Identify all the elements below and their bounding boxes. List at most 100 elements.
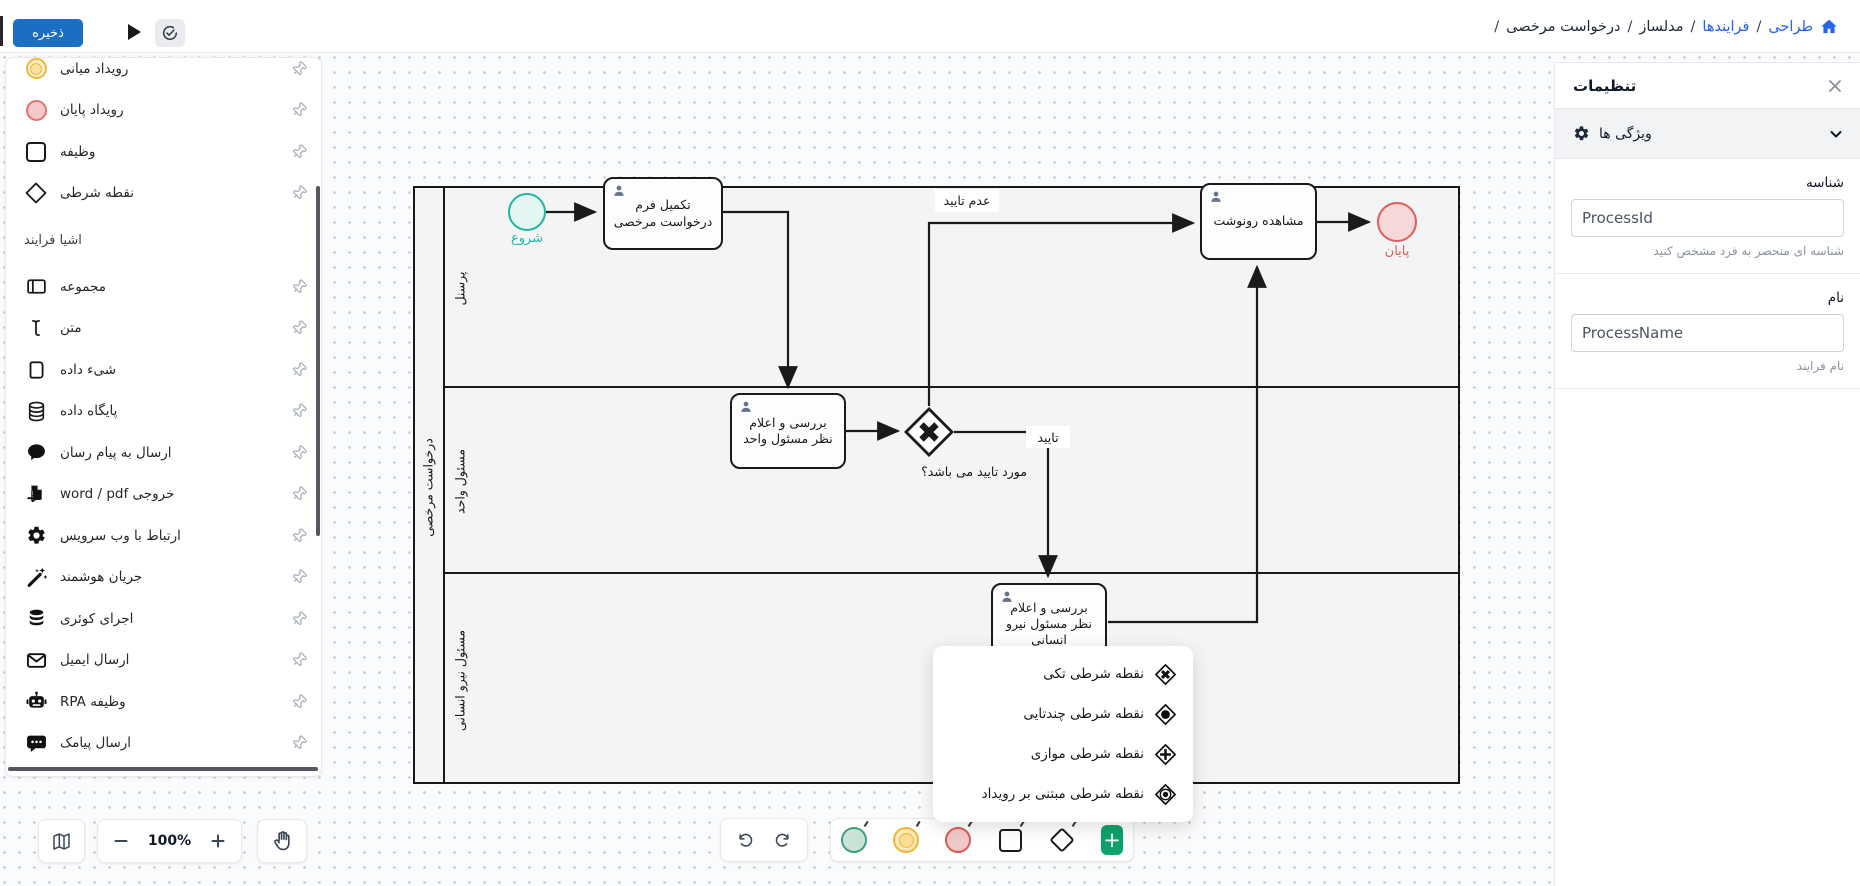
chip-dropdown-tick xyxy=(915,820,921,827)
lane-divider xyxy=(445,572,1458,574)
undo-button[interactable] xyxy=(736,831,755,850)
pin-icon[interactable] xyxy=(291,569,307,585)
task-label: بررسی و اعلام نظر مسئول واحد xyxy=(743,414,833,446)
history-controls xyxy=(720,818,808,862)
pin-icon[interactable] xyxy=(291,320,307,336)
palette-item-smart-flow[interactable]: جریان هوشمند xyxy=(6,557,321,599)
gateway-event-based-icon xyxy=(1155,783,1176,805)
task-fill-leave-form[interactable]: تکمیل فرم درخواست مرخصی xyxy=(603,177,723,250)
task-icon xyxy=(24,140,48,164)
task-view-copy[interactable]: مشاهده رونوشت xyxy=(1200,183,1317,260)
palette-item-intermediate-event[interactable]: رویداد میانی xyxy=(6,58,321,90)
menu-item-parallel-gateway[interactable]: نقطه شرطی موازی xyxy=(933,734,1193,774)
pin-icon[interactable] xyxy=(291,528,307,544)
drawer-handle[interactable] xyxy=(0,16,3,46)
palette-item-word-pdf-export[interactable]: خروجی word / pdf xyxy=(6,474,321,516)
save-button[interactable]: ذخیره xyxy=(13,19,83,47)
messenger-icon xyxy=(24,441,48,465)
field-label-name: نام xyxy=(1827,290,1844,306)
task-review-unit-manager[interactable]: بررسی و اعلام نظر مسئول واحد xyxy=(730,393,846,469)
pan-tool-button[interactable] xyxy=(257,819,307,863)
palette-item-email[interactable]: ارسال ایمیل xyxy=(6,640,321,682)
pin-icon[interactable] xyxy=(291,611,307,627)
gateway-type-menu: نقطه شرطی تکی نقطه شرطی چندتایی نقطه شرط… xyxy=(933,646,1193,822)
palette-item-task[interactable]: وظیفه xyxy=(6,131,321,173)
divider xyxy=(1555,388,1860,389)
pin-icon[interactable] xyxy=(291,279,307,295)
pin-icon[interactable] xyxy=(291,185,307,201)
palette-item-database[interactable]: پایگاه داده xyxy=(6,391,321,433)
palette-item-gateway[interactable]: نقطه شرطی xyxy=(6,173,321,215)
properties-accordion[interactable]: ویژگی ها xyxy=(1555,109,1860,159)
pin-icon[interactable] xyxy=(291,102,307,118)
task-label: مشاهده رونوشت xyxy=(1213,213,1304,229)
end-event[interactable] xyxy=(1377,202,1417,242)
menu-item-exclusive-gateway[interactable]: نقطه شرطی تکی xyxy=(933,654,1193,694)
settings-title: تنظیمات xyxy=(1573,76,1637,95)
lane-label-personnel: پرسنل xyxy=(452,271,468,306)
add-gateway-chip[interactable] xyxy=(1049,820,1077,853)
chip-dropdown-tick xyxy=(863,820,869,827)
pool-title: درخواست مرخصی xyxy=(420,438,436,537)
redo-icon xyxy=(775,833,789,847)
text-cursor-icon xyxy=(24,316,48,340)
intermediate-event-chip-icon xyxy=(893,827,919,853)
palette-item-run-query[interactable]: اجرای کوئری xyxy=(6,598,321,640)
rpa-robot-icon xyxy=(24,690,48,714)
add-end-event-chip[interactable] xyxy=(945,820,973,853)
add-intermediate-event-chip[interactable] xyxy=(893,820,921,853)
close-icon[interactable] xyxy=(1826,77,1844,95)
add-element-button[interactable]: + xyxy=(1101,825,1123,855)
breadcrumb-modeler: مدلساز xyxy=(1639,18,1684,35)
palette-item-data-object[interactable]: شیء داده xyxy=(6,349,321,391)
properties-title: ویژگی ها xyxy=(1599,125,1652,142)
intermediate-event-icon xyxy=(24,58,48,81)
sidebar-vertical-scrollbar[interactable] xyxy=(316,186,320,536)
validate-button[interactable] xyxy=(155,19,185,47)
home-icon[interactable] xyxy=(1820,18,1838,36)
zoom-in-button[interactable] xyxy=(210,833,226,849)
pin-icon[interactable] xyxy=(291,735,307,751)
process-id-input[interactable] xyxy=(1571,199,1844,237)
start-event[interactable] xyxy=(508,193,546,231)
pin-icon[interactable] xyxy=(291,362,307,378)
palette-item-text[interactable]: متن xyxy=(6,308,321,350)
run-process-icon[interactable] xyxy=(128,24,141,40)
add-start-event-chip[interactable] xyxy=(841,820,869,853)
menu-item-multiple-gateway[interactable]: نقطه شرطی چندتایی xyxy=(933,694,1193,734)
undo-icon xyxy=(739,833,753,847)
exclusive-gateway[interactable] xyxy=(903,406,955,462)
start-event-label: شروع xyxy=(510,231,544,246)
pin-icon[interactable] xyxy=(291,694,307,710)
run-query-icon xyxy=(24,607,48,631)
settings-panel: تنظیمات ویژگی ها شناسه شناسه ای منحصر به… xyxy=(1554,62,1860,886)
pool-title-column xyxy=(415,188,445,782)
menu-item-event-based-gateway[interactable]: نقطه شرطی مبتنی بر رویداد xyxy=(933,774,1193,814)
breadcrumb-design[interactable]: طراحی xyxy=(1768,18,1813,35)
process-name-input[interactable] xyxy=(1571,314,1844,352)
palette-item-messenger[interactable]: ارسال به پیام رسان xyxy=(6,432,321,474)
gateway-question-label: مورد تایید می باشد؟ xyxy=(921,464,1027,479)
palette-item-rpa-task[interactable]: وظیفه RPA xyxy=(6,681,321,723)
palette-item-end-event[interactable]: رویداد پایان xyxy=(6,90,321,132)
add-task-chip[interactable] xyxy=(997,820,1025,853)
top-bar: ذخیره طراحی / فرایندها / مدلساز / درخواس… xyxy=(0,0,1860,53)
zoom-control: 100% xyxy=(97,819,242,863)
pin-icon[interactable] xyxy=(291,144,307,160)
lane-label-hr-manager: مسئول نیرو انسانی xyxy=(452,629,468,732)
gateway-icon xyxy=(24,181,48,205)
pin-icon[interactable] xyxy=(291,403,307,419)
sidebar-horizontal-scrollbar[interactable] xyxy=(8,767,318,771)
palette-item-pool[interactable]: مجموعه xyxy=(6,266,321,308)
redo-button[interactable] xyxy=(773,831,792,850)
minimap-button[interactable] xyxy=(38,819,85,863)
pin-icon[interactable] xyxy=(291,445,307,461)
palette-item-sms[interactable]: ارسال پیامک xyxy=(6,723,321,765)
zoom-out-button[interactable] xyxy=(113,833,129,849)
pin-icon[interactable] xyxy=(291,652,307,668)
palette-item-web-service[interactable]: ارتباط با وب سرویس xyxy=(6,515,321,557)
pin-icon[interactable] xyxy=(291,61,307,77)
gateway-chip-icon xyxy=(1049,827,1075,853)
pin-icon[interactable] xyxy=(291,486,307,502)
breadcrumb-processes[interactable]: فرایندها xyxy=(1702,18,1750,35)
